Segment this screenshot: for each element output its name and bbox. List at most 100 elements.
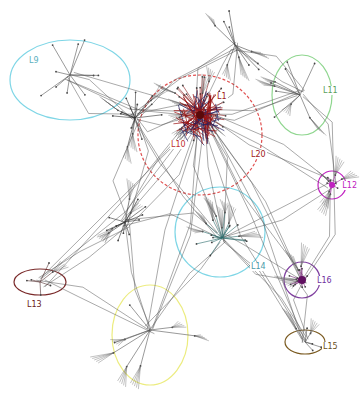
graph-link	[183, 86, 200, 113]
graph-link	[210, 16, 216, 26]
graph-link	[201, 242, 220, 268]
graph-link	[118, 110, 135, 118]
graph-link	[256, 79, 275, 86]
graph-link	[89, 113, 136, 115]
graph-link	[258, 81, 275, 86]
graph-link	[250, 249, 306, 284]
graph-link	[234, 90, 304, 120]
graph-link	[239, 57, 245, 78]
graph-link	[239, 236, 263, 237]
graph-link	[321, 174, 328, 182]
graph-link	[131, 78, 181, 115]
graph-link	[133, 134, 137, 152]
graph-vertex	[55, 86, 57, 88]
graph-link	[320, 194, 331, 211]
graph-vertex	[84, 39, 86, 41]
graph-link	[249, 145, 337, 182]
graph-link	[193, 124, 218, 126]
graph-link	[334, 187, 335, 234]
graph-vertex	[222, 126, 224, 128]
graph-link	[94, 353, 113, 360]
graph-link	[212, 18, 216, 26]
cluster-label: L16	[316, 276, 333, 285]
graph-link	[187, 119, 200, 134]
graph-link	[278, 279, 296, 280]
graph-vertex	[206, 96, 208, 98]
graph-link	[311, 323, 318, 334]
graph-vertex	[130, 107, 132, 109]
graph-link	[40, 282, 51, 286]
graph-link	[41, 75, 70, 96]
graph-vertex	[289, 275, 291, 277]
graph-link	[195, 232, 203, 233]
graph-vertex	[145, 206, 147, 208]
graph-vertex	[257, 63, 259, 65]
graph-link	[212, 238, 222, 242]
graph-link	[125, 222, 131, 272]
graph-link	[193, 231, 203, 232]
graph-vertex	[137, 199, 139, 201]
graph-link	[263, 222, 303, 343]
graph-vertex	[220, 88, 222, 90]
graph-link	[135, 96, 152, 118]
graph-link	[202, 112, 251, 213]
graph-link	[121, 166, 170, 222]
graph-link	[141, 330, 151, 366]
graph-link	[80, 227, 130, 252]
graph-link	[212, 202, 214, 221]
graph-link	[92, 353, 113, 359]
graph-link	[216, 216, 222, 238]
graph-link	[53, 266, 67, 272]
graph-link	[132, 366, 140, 385]
graph-link	[128, 118, 136, 147]
graph-link	[286, 311, 296, 329]
cluster-outline	[112, 285, 188, 385]
graph-link	[135, 115, 162, 118]
graph-link	[290, 314, 296, 329]
graph-link	[303, 97, 332, 123]
graph-vertex	[296, 277, 298, 279]
graph-vertex	[151, 95, 153, 97]
cluster-label: L13	[26, 300, 43, 309]
graph-link	[135, 118, 142, 139]
graph-link	[204, 99, 205, 102]
graph-link	[132, 114, 183, 196]
graph-link	[105, 233, 109, 243]
graph-vertex	[151, 103, 153, 105]
graph-link	[109, 218, 125, 222]
cluster-outline	[14, 269, 66, 295]
graph-link	[224, 22, 235, 45]
graph-vertex	[179, 116, 181, 118]
graph-link	[209, 199, 214, 221]
graph-vertex	[186, 93, 188, 95]
graph-vertex	[98, 75, 100, 77]
graph-vertex	[237, 224, 239, 226]
graph-link	[135, 105, 137, 119]
graph-link	[263, 78, 275, 82]
graph-vertex	[274, 116, 276, 118]
graph-link	[201, 115, 208, 144]
graph-link	[235, 45, 258, 63]
graph-link	[150, 330, 195, 336]
graph-link	[130, 185, 135, 199]
graph-vertex	[286, 61, 288, 63]
graph-link	[229, 209, 236, 223]
graph-link	[296, 329, 305, 342]
graph-link	[225, 205, 228, 212]
graph-link	[222, 223, 229, 238]
cluster-label: L9	[28, 56, 40, 65]
graph-link	[56, 72, 70, 75]
graph-vertex	[210, 234, 212, 236]
graph-link	[303, 94, 328, 124]
graph-link	[311, 324, 320, 333]
graph-vertex	[161, 114, 163, 116]
graph-vertex	[228, 10, 230, 12]
graph-link	[100, 97, 118, 111]
graph-link	[126, 98, 135, 118]
graph-vertex	[202, 76, 204, 78]
graph-link	[205, 93, 210, 129]
graph-link	[36, 280, 83, 287]
graph-link	[222, 238, 247, 241]
graph-link	[153, 236, 191, 330]
graph-vertex	[66, 92, 68, 94]
